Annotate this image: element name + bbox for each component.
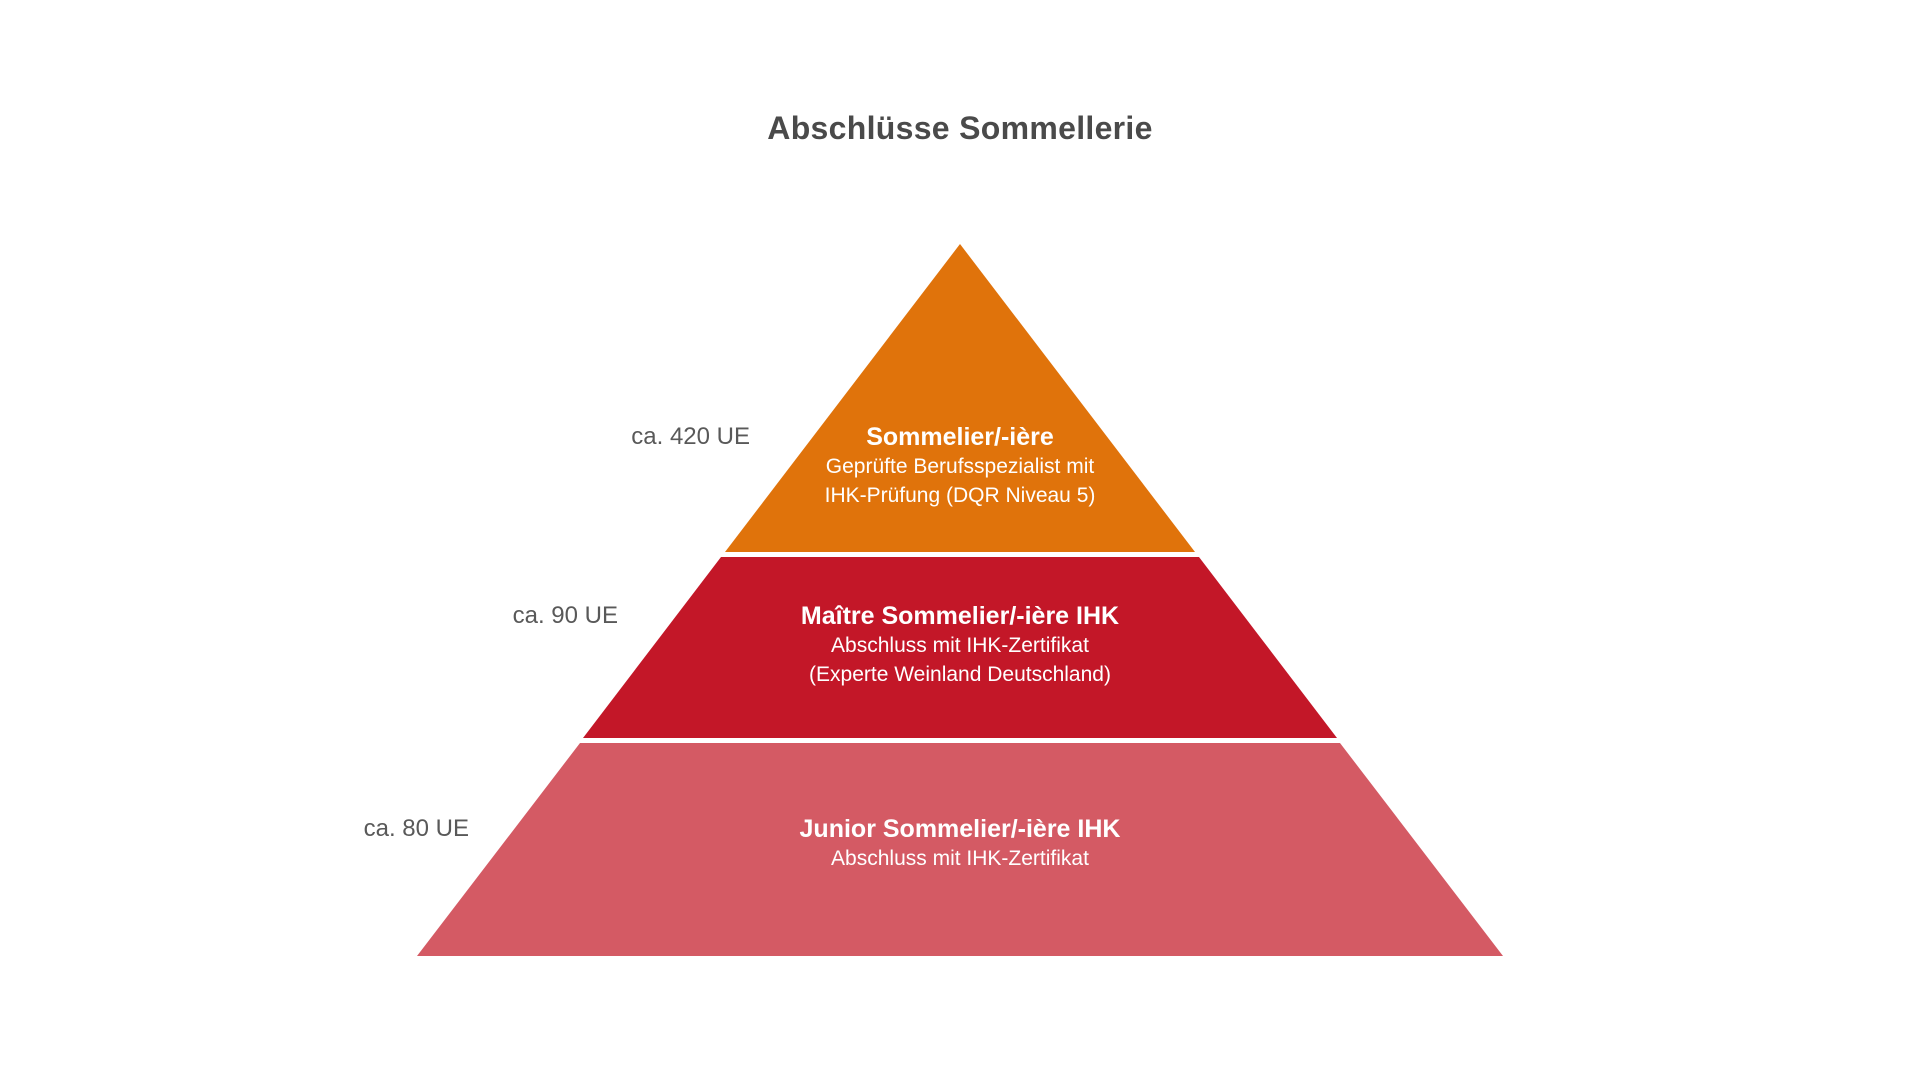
tier-subline: Abschluss mit IHK-Zertifikat (831, 847, 1089, 870)
diagram-title: Abschlüsse Sommellerie (767, 110, 1153, 146)
tier-subline: (Experte Weinland Deutschland) (809, 663, 1111, 686)
pyramid-tier-middle-shape (583, 557, 1337, 738)
tier-heading-maitre-sommelier: Maître Sommelier/-ière IHK (800, 602, 1120, 630)
pyramid-tier-top-shape (725, 244, 1195, 552)
ue-label-junior-sommelier: ca. 80 UE (363, 815, 469, 842)
ue-label-maitre-sommelier: ca. 90 UE (512, 602, 618, 629)
tier-subline: Geprüfte Berufsspezialist mit (825, 455, 1095, 478)
tier-text-maitre-sommelier: Maître Sommelier/-ière IHK Abschluss mit… (610, 602, 1310, 689)
tier-text-junior-sommelier: Junior Sommelier/-ière IHK Abschluss mit… (610, 815, 1310, 873)
tier-heading-junior-sommelier: Junior Sommelier/-ière IHK (799, 815, 1121, 843)
tier-subline: Abschluss mit IHK-Zertifikat (831, 634, 1089, 657)
tier-subline: IHK-Prüfung (DQR Niveau 5) (824, 484, 1096, 507)
ue-label-sommelier: ca. 420 UE (631, 423, 750, 450)
tier-text-sommelier: Sommelier/-ière Geprüfte Berufsspezialis… (610, 423, 1310, 510)
tier-heading-sommelier: Sommelier/-ière (866, 423, 1054, 451)
pyramid-tier-bottom-shape (417, 743, 1503, 956)
